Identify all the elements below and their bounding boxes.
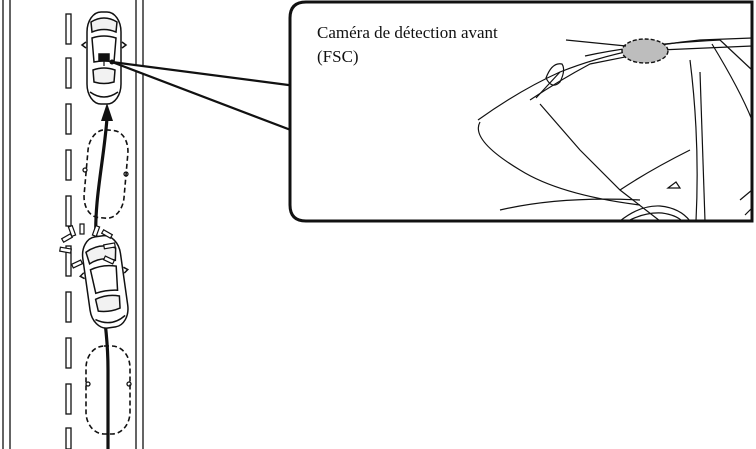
blinking-hazard-lights-icon <box>59 223 116 269</box>
camera-label-line1: Caméra de détection avant <box>317 23 498 42</box>
callout-pointer <box>109 59 300 134</box>
car-top-view-icon <box>79 234 130 329</box>
ghost-car-mirrors <box>82 167 132 387</box>
car-top-view-icon <box>80 11 128 105</box>
camera-label-line2: (FSC) <box>317 47 359 66</box>
road <box>2 0 144 449</box>
lane-dashes <box>65 13 72 449</box>
camera-area-icon <box>565 38 669 64</box>
